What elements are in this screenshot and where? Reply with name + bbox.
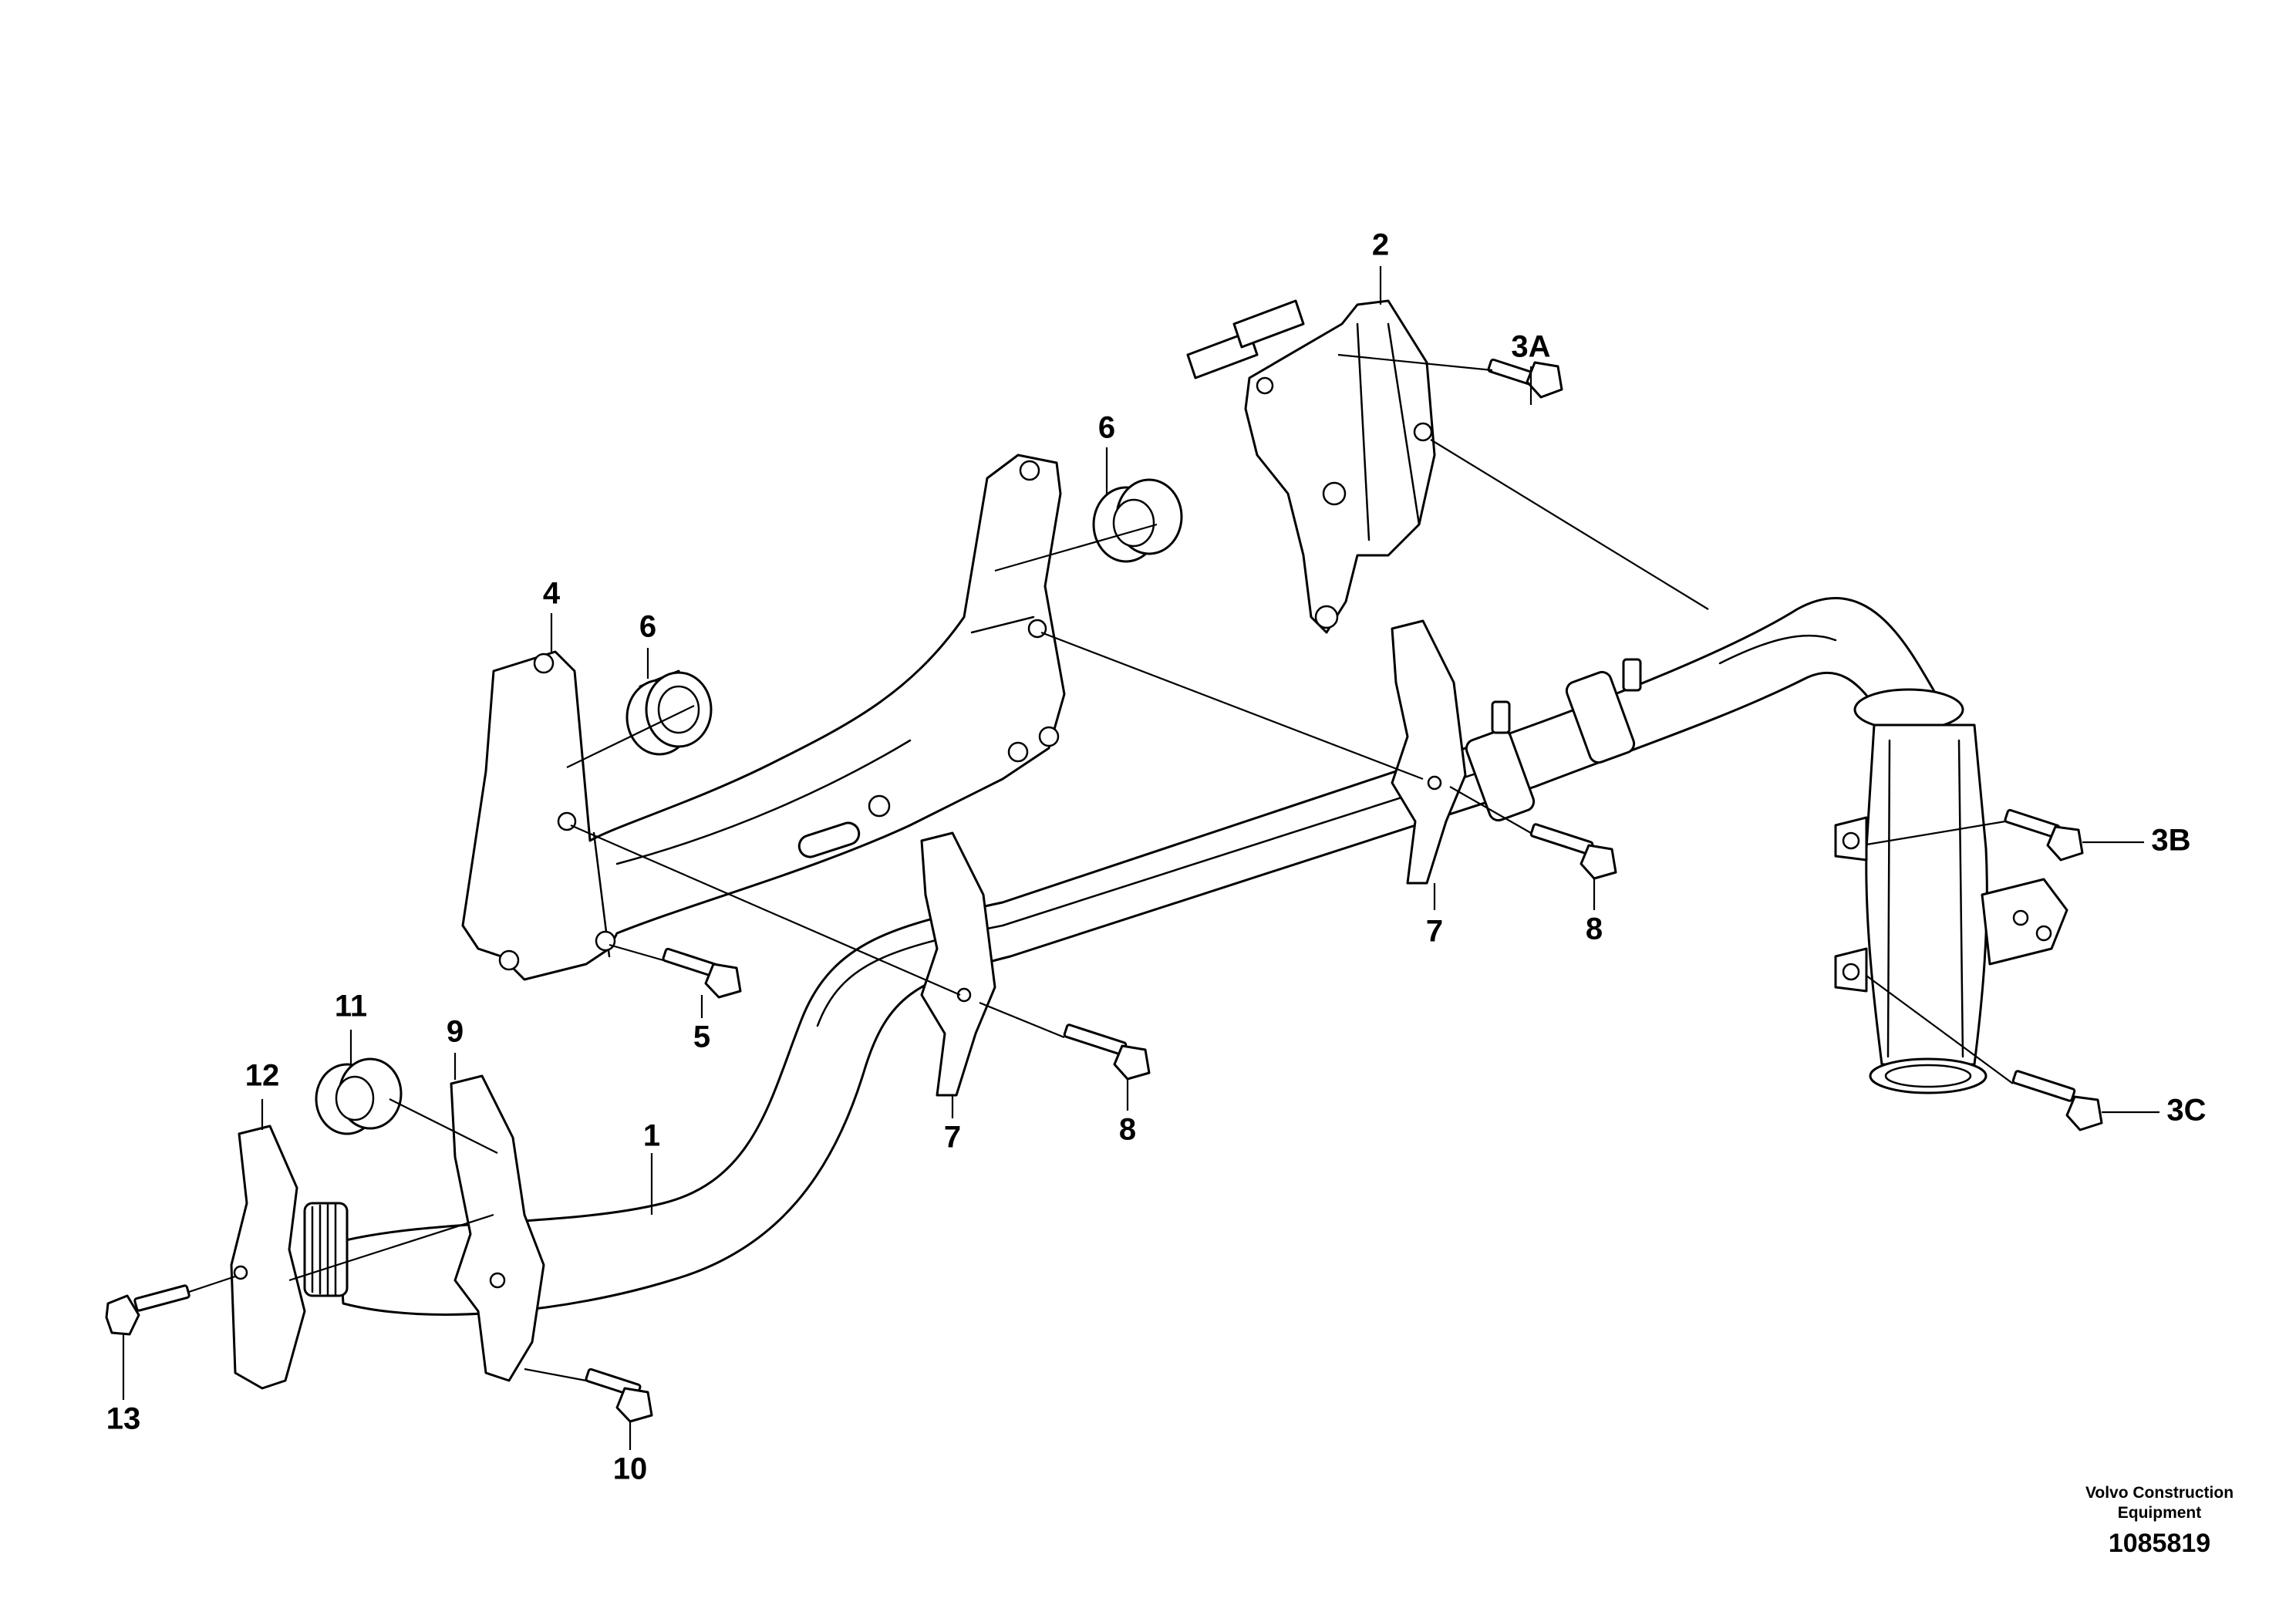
bracket-part-4	[461, 454, 1066, 981]
bolt-part-13	[105, 1284, 190, 1336]
callout-11: 11	[335, 990, 367, 1023]
clamp-part-9	[450, 1074, 545, 1382]
bolt-part-3b	[2004, 808, 2084, 862]
callout-7-left: 7	[944, 1121, 961, 1155]
callout-10: 10	[613, 1452, 648, 1486]
bushing-part-6-right	[1092, 478, 1183, 563]
drawing-footer: Volvo Construction Equipment 1085819	[2085, 1484, 2234, 1558]
outlet-housing	[1834, 688, 2068, 1094]
callout-leaders	[122, 266, 2159, 1450]
callout-labels: 1 2 3A 3B 3C 4 5 6 6 7 7 8 8 9 10 11 12 …	[106, 228, 2207, 1486]
callout-1: 1	[643, 1119, 660, 1153]
clamp-part-7-left	[920, 831, 996, 1097]
clamp-part-7-right	[1391, 619, 1467, 885]
assembly-leader-lines	[188, 353, 2014, 1382]
bushing-part-11	[315, 1057, 403, 1135]
callout-9: 9	[447, 1015, 464, 1049]
callout-8-right: 8	[1586, 912, 1603, 946]
callout-12: 12	[245, 1059, 280, 1093]
brand-line-2: Equipment	[2118, 1504, 2202, 1522]
callout-8-left: 8	[1119, 1113, 1136, 1147]
bracket-part-2	[1186, 299, 1436, 634]
callout-5: 5	[693, 1020, 710, 1054]
drawing-number: 1085819	[2109, 1529, 2210, 1558]
callout-3c: 3C	[2166, 1094, 2206, 1128]
callout-4: 4	[543, 577, 561, 611]
bolt-part-8-left	[1063, 1023, 1151, 1081]
bolt-part-5	[662, 947, 742, 999]
callout-6-right: 6	[1098, 411, 1115, 445]
callout-13: 13	[106, 1402, 141, 1436]
clamp-part-12	[230, 1125, 306, 1390]
callout-6-left: 6	[639, 610, 656, 644]
bolt-part-10	[585, 1367, 653, 1423]
bushing-part-6-left	[625, 669, 713, 756]
bolt-part-3c	[2011, 1070, 2103, 1131]
bolt-part-8-right	[1529, 823, 1617, 880]
brand-line-1: Volvo Construction	[2085, 1484, 2234, 1502]
callout-3b: 3B	[2151, 824, 2190, 858]
callout-2: 2	[1372, 228, 1389, 262]
callout-7-right: 7	[1426, 915, 1443, 949]
callout-3a: 3A	[1511, 330, 1550, 364]
bolt-part-3a	[1487, 358, 1563, 399]
